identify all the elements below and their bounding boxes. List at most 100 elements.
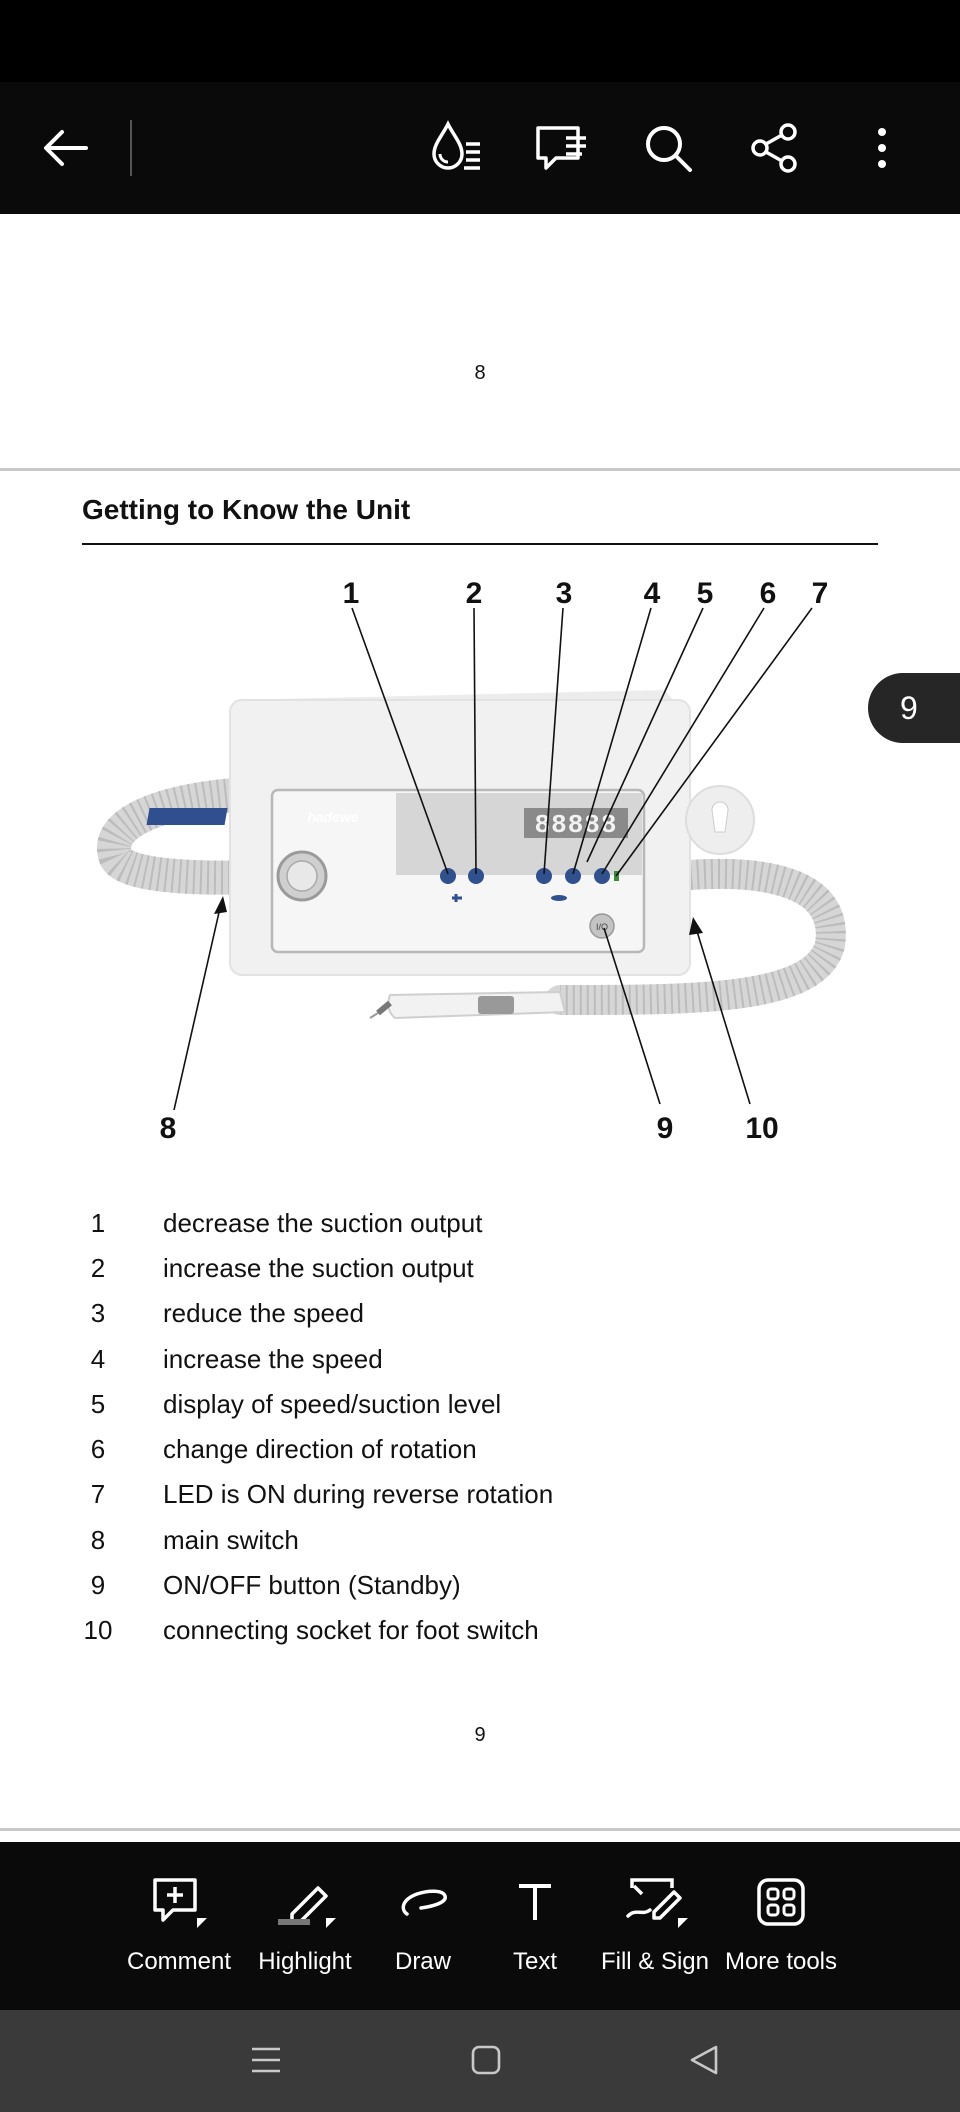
- recents-icon[interactable]: [226, 2030, 306, 2090]
- section-heading: Getting to Know the Unit: [82, 494, 411, 525]
- legend-item: 2 increase the suction output: [70, 1248, 474, 1288]
- legend-text: display of speed/suction level: [163, 1388, 502, 1419]
- toolbar-divider: [130, 120, 132, 176]
- tool-label: Fill & Sign: [600, 1948, 710, 1975]
- callout-7: 7: [812, 577, 829, 610]
- leader-line: [601, 607, 765, 875]
- page-number-9: 9: [474, 1724, 486, 1746]
- legend-item: 6 change direction of rotation: [70, 1429, 477, 1469]
- legend-number: 3: [90, 1297, 106, 1328]
- leader-line: [603, 927, 661, 1105]
- legend-text: increase the speed: [163, 1343, 383, 1374]
- legend-number: 5: [90, 1388, 106, 1419]
- handpiece: [387, 990, 567, 1020]
- tool-label: Comment: [126, 1948, 232, 1975]
- tool-label: Highlight: [258, 1948, 352, 1975]
- onoff-button: [589, 913, 615, 939]
- legend-text: increase the suction output: [163, 1252, 474, 1283]
- legend-item: 5 display of speed/suction level: [70, 1384, 501, 1424]
- legend-text: main switch: [163, 1524, 299, 1555]
- tool-comment[interactable]: Comment: [114, 1864, 244, 1994]
- legend-text: ON/OFF button (Standby): [163, 1569, 461, 1600]
- legend-number: 10: [83, 1614, 113, 1645]
- page-indicator-number: 9: [900, 689, 918, 726]
- legend-number: 1: [90, 1207, 106, 1238]
- legend-text: LED is ON during reverse rotation: [163, 1478, 554, 1509]
- home-icon[interactable]: [446, 2030, 526, 2090]
- left-hose: [97, 778, 317, 895]
- device-figure: 88888 hadewe I/O 1 2 3 4 5 6 7 8 9 10: [97, 577, 846, 1145]
- legend-item: 10 connecting socket for foot switch: [70, 1610, 539, 1650]
- leader-line: [351, 607, 449, 875]
- arrow-head: [689, 917, 703, 935]
- legend-item: 4 increase the speed: [70, 1339, 383, 1379]
- brand-logo: hadewe: [307, 809, 359, 825]
- legend-number: 7: [90, 1478, 106, 1509]
- btn-suction-up: [468, 868, 484, 884]
- draw-icon: [358, 1864, 488, 1940]
- arrow-head: [214, 896, 227, 914]
- leader-line: [615, 607, 813, 877]
- legend-text: reduce the speed: [163, 1297, 364, 1328]
- tool-label: More tools: [724, 1948, 838, 1975]
- legend-item: 3 reduce the speed: [70, 1293, 364, 1333]
- btn-suction-down: [440, 868, 456, 884]
- btn-speed-down: [536, 868, 552, 884]
- heading-rule: [82, 543, 878, 545]
- legend-number: 9: [90, 1569, 106, 1600]
- legend-number: 2: [90, 1252, 106, 1283]
- document-viewport[interactable]: [0, 214, 960, 1842]
- legend-item: 7 LED is ON during reverse rotation: [70, 1474, 553, 1514]
- comment-add-icon: [114, 1864, 244, 1940]
- leader-line: [173, 907, 221, 1111]
- svg-text:I/O: I/O: [596, 922, 608, 932]
- legend-number: 4: [90, 1343, 106, 1374]
- callout-3: 3: [556, 577, 573, 610]
- legend-text: connecting socket for foot switch: [163, 1614, 539, 1645]
- callout-9: 9: [657, 1112, 674, 1145]
- tool-label: Draw: [394, 1948, 451, 1975]
- tool-more[interactable]: More tools: [716, 1864, 846, 1994]
- tool-draw[interactable]: Draw: [358, 1864, 488, 1994]
- leader-line: [695, 927, 751, 1105]
- more-icon[interactable]: [842, 108, 922, 188]
- text-icon: [470, 1864, 600, 1940]
- callout-4: 4: [644, 577, 661, 610]
- back-icon[interactable]: [664, 2030, 744, 2090]
- page-indicator-badge[interactable]: 9: [868, 673, 960, 743]
- callout-5: 5: [697, 577, 714, 610]
- legend-number: 8: [90, 1524, 106, 1555]
- tool-fill-sign[interactable]: Fill & Sign: [590, 1864, 720, 1994]
- page-separator: [0, 468, 960, 471]
- search-icon[interactable]: [628, 108, 708, 188]
- leader-line: [543, 607, 564, 875]
- read-mode-icon[interactable]: [416, 108, 496, 188]
- btn-direction: [594, 868, 610, 884]
- page-number-8: 8: [474, 362, 486, 384]
- status-bar: [0, 0, 960, 82]
- page-separator: [0, 1828, 960, 1831]
- btn-speed-up: [565, 868, 581, 884]
- legend-number: 6: [90, 1433, 106, 1464]
- back-arrow-icon[interactable]: [26, 108, 106, 188]
- highlight-icon: [240, 1864, 370, 1940]
- leader-line: [473, 607, 477, 875]
- leader-line: [572, 607, 652, 875]
- callout-6: 6: [760, 577, 777, 610]
- tool-highlight[interactable]: Highlight: [240, 1864, 370, 1994]
- bottom-toolbar: Comment Highlight Draw Text Fill & Sign …: [0, 1842, 960, 2010]
- legend-item: 8 main switch: [70, 1520, 299, 1560]
- callout-1: 1: [343, 577, 360, 610]
- callout-2: 2: [466, 577, 483, 610]
- leader-line: [586, 607, 704, 863]
- top-toolbar: [0, 82, 960, 214]
- tool-text[interactable]: Text: [470, 1864, 600, 1994]
- legend-item: 9 ON/OFF button (Standby): [70, 1565, 461, 1605]
- legend-text: decrease the suction output: [163, 1207, 483, 1238]
- legend-text: change direction of rotation: [163, 1433, 477, 1464]
- legend-item: 1 decrease the suction output: [70, 1203, 483, 1243]
- share-icon[interactable]: [734, 108, 814, 188]
- system-navigation-bar: [0, 2010, 960, 2112]
- comments-icon[interactable]: [522, 108, 602, 188]
- callout-8: 8: [160, 1112, 177, 1145]
